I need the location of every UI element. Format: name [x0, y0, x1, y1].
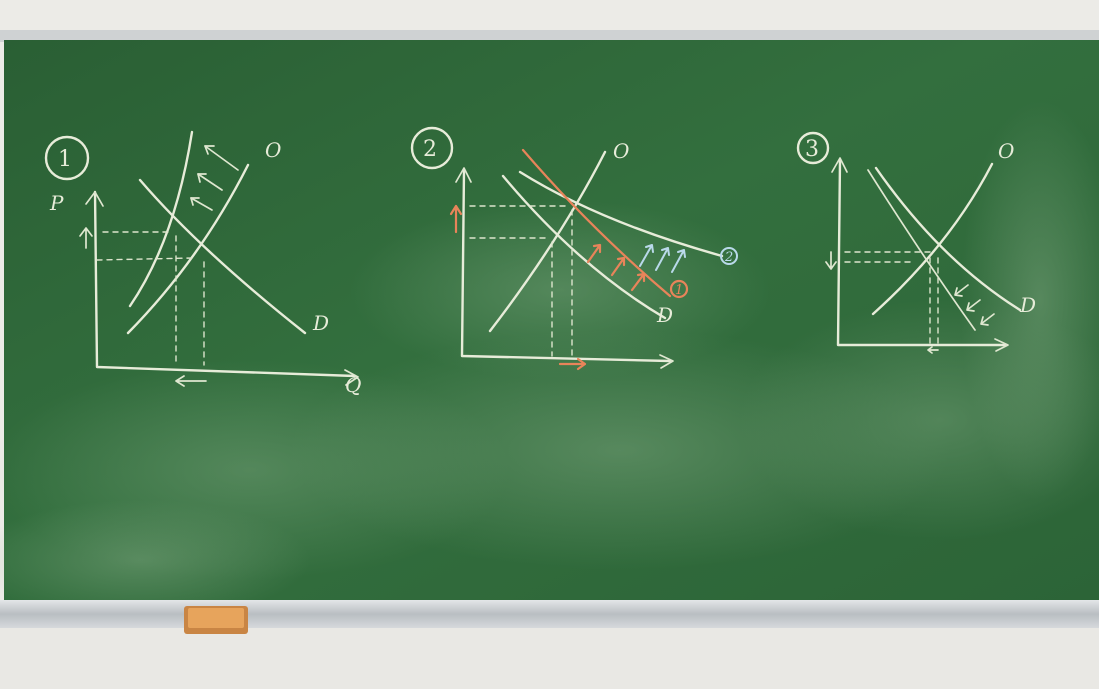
diagram-1-x-arrow: [344, 369, 359, 386]
diagram-2-number-circle: [410, 126, 454, 170]
diagram-3-x-arrow: [994, 338, 1009, 352]
diagram-3-shift-arrows: [954, 284, 995, 326]
diagram-1-shift-arrows: [190, 145, 239, 211]
diagram-1-y-arrow: [85, 191, 104, 207]
diagram-2-supply-curve: [488, 150, 607, 333]
diagram-3-number: 3: [805, 137, 819, 162]
diagram-3-supply-label: O: [998, 139, 1014, 163]
diagram-2-axes: [460, 168, 672, 363]
diagram-2: 2 O D 2 1: [410, 126, 738, 371]
diagram-3-y-arrow: [831, 157, 848, 173]
diagram-3-axes: [836, 158, 1007, 347]
diagram-3-guides: [844, 251, 939, 346]
diagram-2-number: 2: [423, 137, 437, 162]
diagram-1-y-label: P: [49, 191, 64, 215]
diagram-2-blue-marker: 2: [724, 250, 733, 265]
diagram-3-price-down-arrow: [825, 251, 837, 270]
diagram-2-orange-marker-circle: [669, 279, 689, 299]
diagram-1-guides: [96, 231, 205, 366]
diagram-2-orange-arrows: [586, 243, 646, 292]
chalk-tray: [0, 600, 1099, 628]
diagram-2-price-up-arrow: [449, 204, 463, 234]
diagram-2-demand-shifted: [518, 170, 724, 258]
diagram-3-supply-curve: [871, 162, 994, 316]
diagram-1-axes: [93, 190, 357, 378]
diagram-1-supply-shifted: [128, 130, 194, 308]
diagram-2-demand-curve: [501, 174, 667, 320]
diagram-1-quantity-left-arrow: [175, 375, 207, 387]
diagram-1-number: 1: [58, 147, 72, 172]
diagram-1-price-up-arrow: [79, 227, 93, 249]
diagram-2-x-arrow: [659, 354, 674, 369]
diagram-3: 3 O D: [796, 131, 1036, 354]
diagram-2-guides: [469, 205, 573, 357]
diagram-3-demand-shifted: [867, 169, 976, 331]
diagram-2-y-arrow: [455, 167, 472, 183]
wall-bottom: [0, 628, 1099, 689]
diagram-2-supply-label: O: [613, 139, 629, 163]
diagram-2-orange-marker: 1: [675, 283, 683, 298]
diagram-3-quantity-left-arrow: [927, 346, 939, 354]
diagram-2-blue-marker-circle: [720, 247, 738, 265]
diagram-3-number-circle: [796, 131, 830, 165]
diagram-3-demand-curve: [874, 166, 1022, 312]
diagram-3-demand-label: D: [1019, 293, 1036, 317]
diagram-1-supply-curve: [126, 163, 250, 335]
eraser[interactable]: [184, 606, 248, 634]
diagram-1-number-circle: [44, 135, 90, 181]
diagram-2-orange-demand: [521, 148, 672, 298]
diagram-2-blue-arrows: [639, 244, 686, 273]
diagram-1: 1 P Q D O: [44, 130, 361, 397]
diagram-2-quantity-right-arrow: [558, 357, 587, 371]
board-top-frame: [0, 30, 1099, 42]
diagram-2-demand-label: D: [656, 303, 673, 327]
diagram-1-supply-label: O: [265, 138, 281, 162]
diagram-1-demand-label: D: [312, 311, 329, 335]
chalk-smudges: [0, 100, 1099, 620]
diagram-1-x-label: Q: [345, 373, 361, 397]
diagram-1-demand-curve: [138, 178, 307, 335]
